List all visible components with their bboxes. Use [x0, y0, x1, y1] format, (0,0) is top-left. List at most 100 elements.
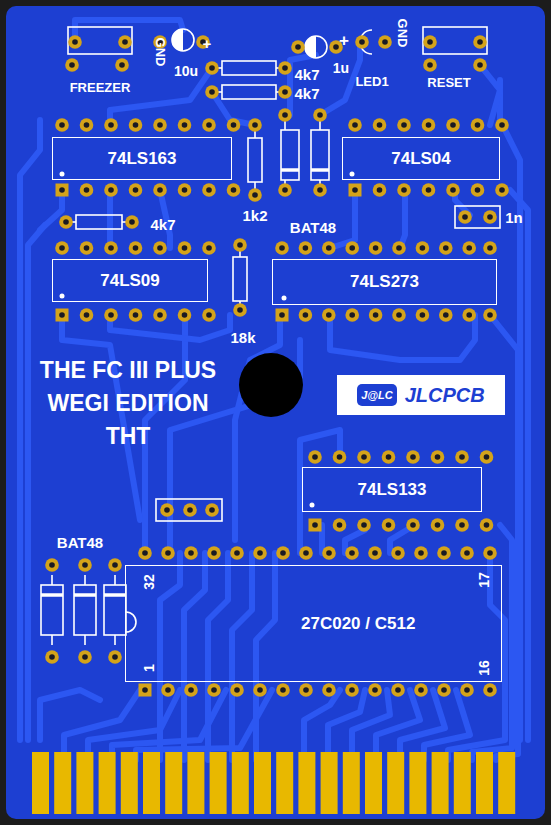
part-label: GND	[154, 38, 167, 67]
solder-pad	[118, 35, 132, 49]
ic-name: 74LS04	[391, 149, 451, 169]
part-label: 1n	[505, 210, 523, 225]
logo-text: JLCPCB	[405, 384, 485, 407]
solder-pad	[345, 308, 359, 322]
part-label: 1k2	[242, 208, 267, 223]
edge-finger	[498, 752, 515, 814]
solder-pad	[431, 518, 445, 532]
solder-pad	[471, 183, 485, 197]
solder-pad	[345, 241, 359, 255]
solder-pad	[462, 241, 476, 255]
solder-pad	[322, 241, 336, 255]
board-title: THE FC III PLUS WEGI EDITION THT	[30, 354, 226, 453]
solder-pad	[65, 58, 79, 72]
solder-pad	[406, 450, 420, 464]
edge-finger	[165, 752, 182, 814]
solder-pad	[299, 683, 313, 697]
solder-pad	[483, 546, 497, 560]
solder-pad	[391, 683, 405, 697]
solder-pad	[309, 519, 322, 532]
solder-pad	[416, 308, 430, 322]
solder-pad	[275, 241, 289, 255]
ic-name: 74LS133	[358, 480, 427, 500]
solder-pad	[45, 650, 59, 664]
solder-pad	[480, 518, 494, 532]
solder-pad	[392, 308, 406, 322]
logo-mark: J@LC	[357, 384, 397, 406]
solder-pad	[205, 85, 219, 99]
part-label: +	[339, 32, 349, 49]
edge-finger	[121, 752, 138, 814]
edge-finger	[365, 752, 382, 814]
solder-pad	[78, 650, 92, 664]
solder-pad	[178, 183, 192, 197]
solder-pad	[291, 40, 305, 54]
solder-pad	[368, 683, 382, 697]
edge-finger	[99, 752, 116, 814]
ic-outline: 27C020 / C512	[125, 565, 502, 682]
solder-pad	[446, 118, 460, 132]
solder-pad	[473, 35, 487, 49]
solder-pad	[439, 308, 453, 322]
solder-pad	[184, 546, 198, 560]
solder-pad	[68, 35, 82, 49]
solder-pad	[422, 118, 436, 132]
solder-pad	[373, 183, 387, 197]
solder-pad	[345, 683, 359, 697]
solder-pad	[129, 308, 143, 322]
edge-finger	[276, 752, 293, 814]
solder-pad	[414, 683, 428, 697]
solder-pad	[233, 303, 247, 317]
solder-pad	[207, 546, 221, 560]
solder-pad	[278, 85, 292, 99]
solder-pad	[378, 35, 392, 49]
solder-pad	[59, 215, 73, 229]
solder-pad	[322, 546, 336, 560]
solder-pad	[299, 546, 313, 560]
solder-pad	[104, 308, 118, 322]
solder-pad	[56, 309, 69, 322]
solder-pad	[104, 183, 118, 197]
solder-pad	[248, 188, 262, 202]
solder-pad	[202, 183, 216, 197]
solder-pad	[299, 241, 313, 255]
solder-pad	[406, 518, 420, 532]
solder-pad	[80, 118, 94, 132]
solder-pad	[462, 308, 476, 322]
solder-pad	[322, 683, 336, 697]
solder-pad	[471, 118, 485, 132]
edge-finger	[298, 752, 315, 814]
solder-pad	[253, 546, 267, 560]
solder-pad	[437, 683, 451, 697]
solder-pad	[308, 450, 322, 464]
solder-pad	[233, 238, 247, 252]
solder-pad	[414, 546, 428, 560]
solder-pad	[276, 546, 290, 560]
solder-pad	[397, 183, 411, 197]
edge-finger	[476, 752, 493, 814]
ic-outline: 74LS04	[342, 137, 500, 180]
solder-pad	[138, 546, 152, 560]
solder-pad	[357, 450, 371, 464]
part-label: 4k7	[294, 67, 319, 82]
edge-finger	[254, 752, 271, 814]
solder-pad	[153, 183, 167, 197]
solder-pad	[161, 683, 175, 697]
solder-pad	[183, 503, 197, 517]
solder-pad	[153, 308, 167, 322]
solder-pad	[455, 450, 469, 464]
solder-pad	[423, 58, 437, 72]
solder-pad	[416, 241, 430, 255]
solder-pad	[391, 546, 405, 560]
solder-pad	[276, 683, 290, 697]
solder-pad	[397, 118, 411, 132]
solder-pad	[278, 183, 292, 197]
solder-pad	[313, 108, 327, 122]
pin-number: 32	[142, 574, 156, 590]
part-label: RESET	[427, 76, 470, 89]
solder-pad	[369, 241, 383, 255]
solder-pad	[139, 684, 152, 697]
solder-pad	[439, 241, 453, 255]
pin-number: 1	[142, 664, 156, 672]
solder-pad	[178, 241, 192, 255]
